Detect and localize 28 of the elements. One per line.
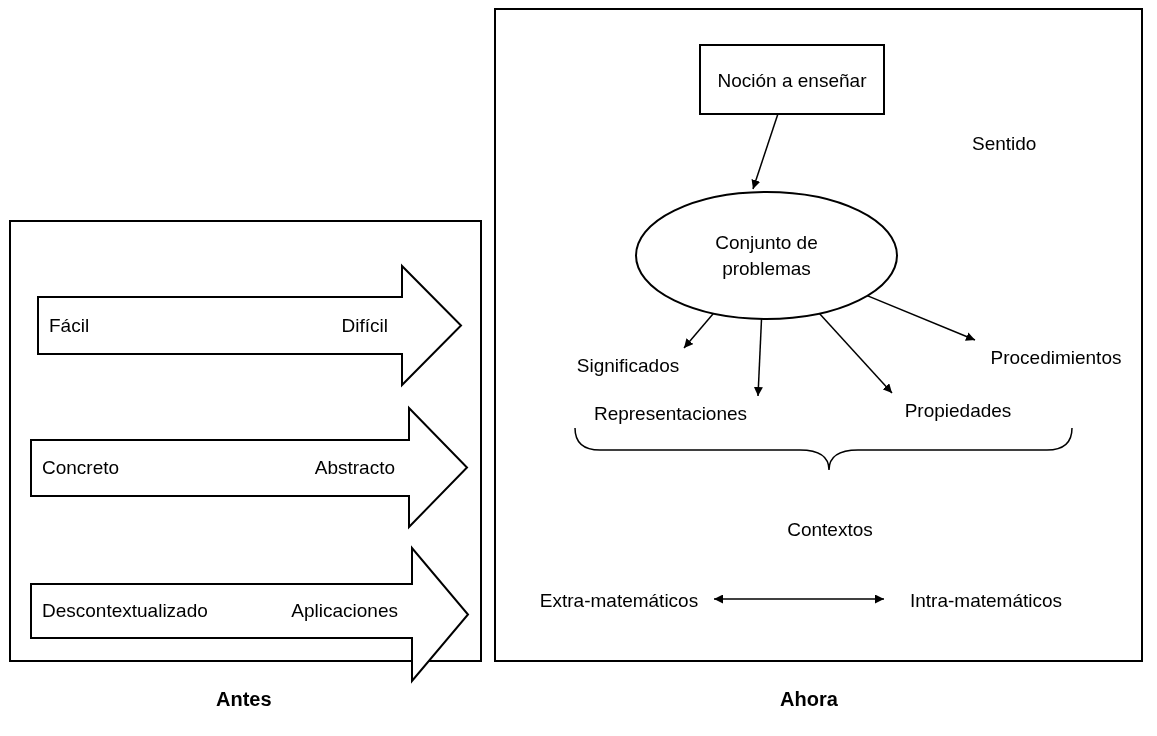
context-type-label: Intra-matemáticos [908,589,1063,612]
end-label: Difícil [341,313,388,337]
context-label: Contextos [786,518,874,541]
double-arrow [713,594,885,604]
start-label: Fácil [49,313,90,337]
sense-label: Sentido [972,132,1037,155]
panel-frame [494,8,1143,662]
procedure-label: Procedimientos [989,346,1123,369]
meaning-label: Significados [575,354,681,377]
panel-caption: Antes [216,688,272,711]
property-label: Propiedades [903,399,1013,422]
panel-caption: Ahora [780,688,838,711]
concept-box [699,44,885,115]
box-text: Noción a enseñar [716,68,868,92]
progression-shape [30,547,469,682]
progression-shape [37,265,462,386]
arrow [817,311,893,394]
ellipse-text: Conjunto de problemas [714,230,819,281]
arrow [683,312,715,349]
end-label: Abstracto [314,456,395,479]
progression-shape [30,407,468,528]
problem-set-ellipse [635,191,898,320]
start-label: Concreto [42,456,120,479]
representation-label: Representaciones [592,402,749,425]
arrow [753,317,763,397]
end-label: Aplicaciones [291,599,398,622]
start-label: Descontextualizado [42,599,208,622]
context-type-label: Extra-matemáticos [538,589,700,612]
